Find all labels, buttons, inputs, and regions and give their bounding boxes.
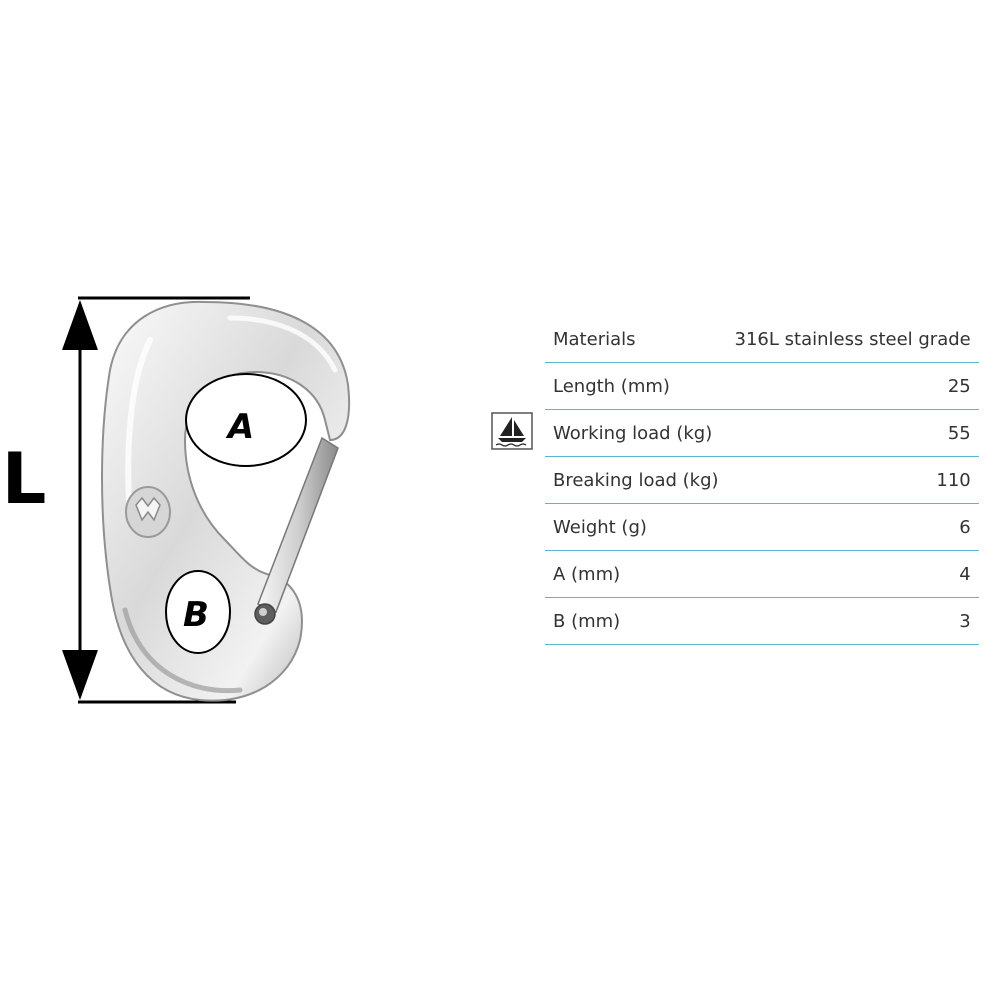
- spec-value: 6: [726, 503, 979, 551]
- opening-b-label: B: [183, 595, 209, 635]
- spec-label: Working load (kg): [545, 409, 727, 457]
- spring-gate: [254, 436, 339, 625]
- spec-label: Weight (g): [545, 503, 727, 551]
- opening-a-outline: [185, 373, 307, 467]
- length-label: L: [2, 438, 47, 520]
- sailboat-icon: [491, 412, 533, 450]
- spec-row-weight: Weight (g) 6: [545, 503, 979, 551]
- spec-label: Materials: [545, 316, 727, 363]
- spec-value: 316L stainless steel grade: [726, 316, 979, 363]
- spec-value: 25: [726, 362, 979, 410]
- spec-value: 4: [726, 550, 979, 598]
- specifications-table: Materials 316L stainless steel grade Len…: [545, 316, 979, 645]
- spec-value: 3: [726, 597, 979, 645]
- spec-row-materials: Materials 316L stainless steel grade: [545, 316, 979, 363]
- spec-row-working-load: Working load (kg) 55: [545, 409, 979, 457]
- spec-label: A (mm): [545, 550, 727, 598]
- opening-b-outline: [165, 570, 231, 654]
- spec-label: B (mm): [545, 597, 727, 645]
- opening-a-label: A: [225, 407, 254, 447]
- spec-row-b: B (mm) 3: [545, 597, 979, 645]
- spec-label: Length (mm): [545, 362, 727, 410]
- spec-value: 55: [726, 409, 979, 457]
- snap-hook-illustration: A B L: [2, 296, 351, 704]
- spec-label: Breaking load (kg): [545, 456, 727, 504]
- spec-value: 110: [726, 456, 979, 504]
- arrow-down-icon: [62, 650, 98, 700]
- snap-hook-body: [101, 300, 351, 702]
- snap-hook-diagram: A B L: [0, 0, 420, 1000]
- arrow-up-icon: [62, 300, 98, 350]
- spec-row-breaking-load: Breaking load (kg) 110: [545, 456, 979, 504]
- spec-row-a: A (mm) 4: [545, 550, 979, 598]
- brand-logo-icon: [125, 486, 171, 538]
- spec-row-length: Length (mm) 25: [545, 362, 979, 410]
